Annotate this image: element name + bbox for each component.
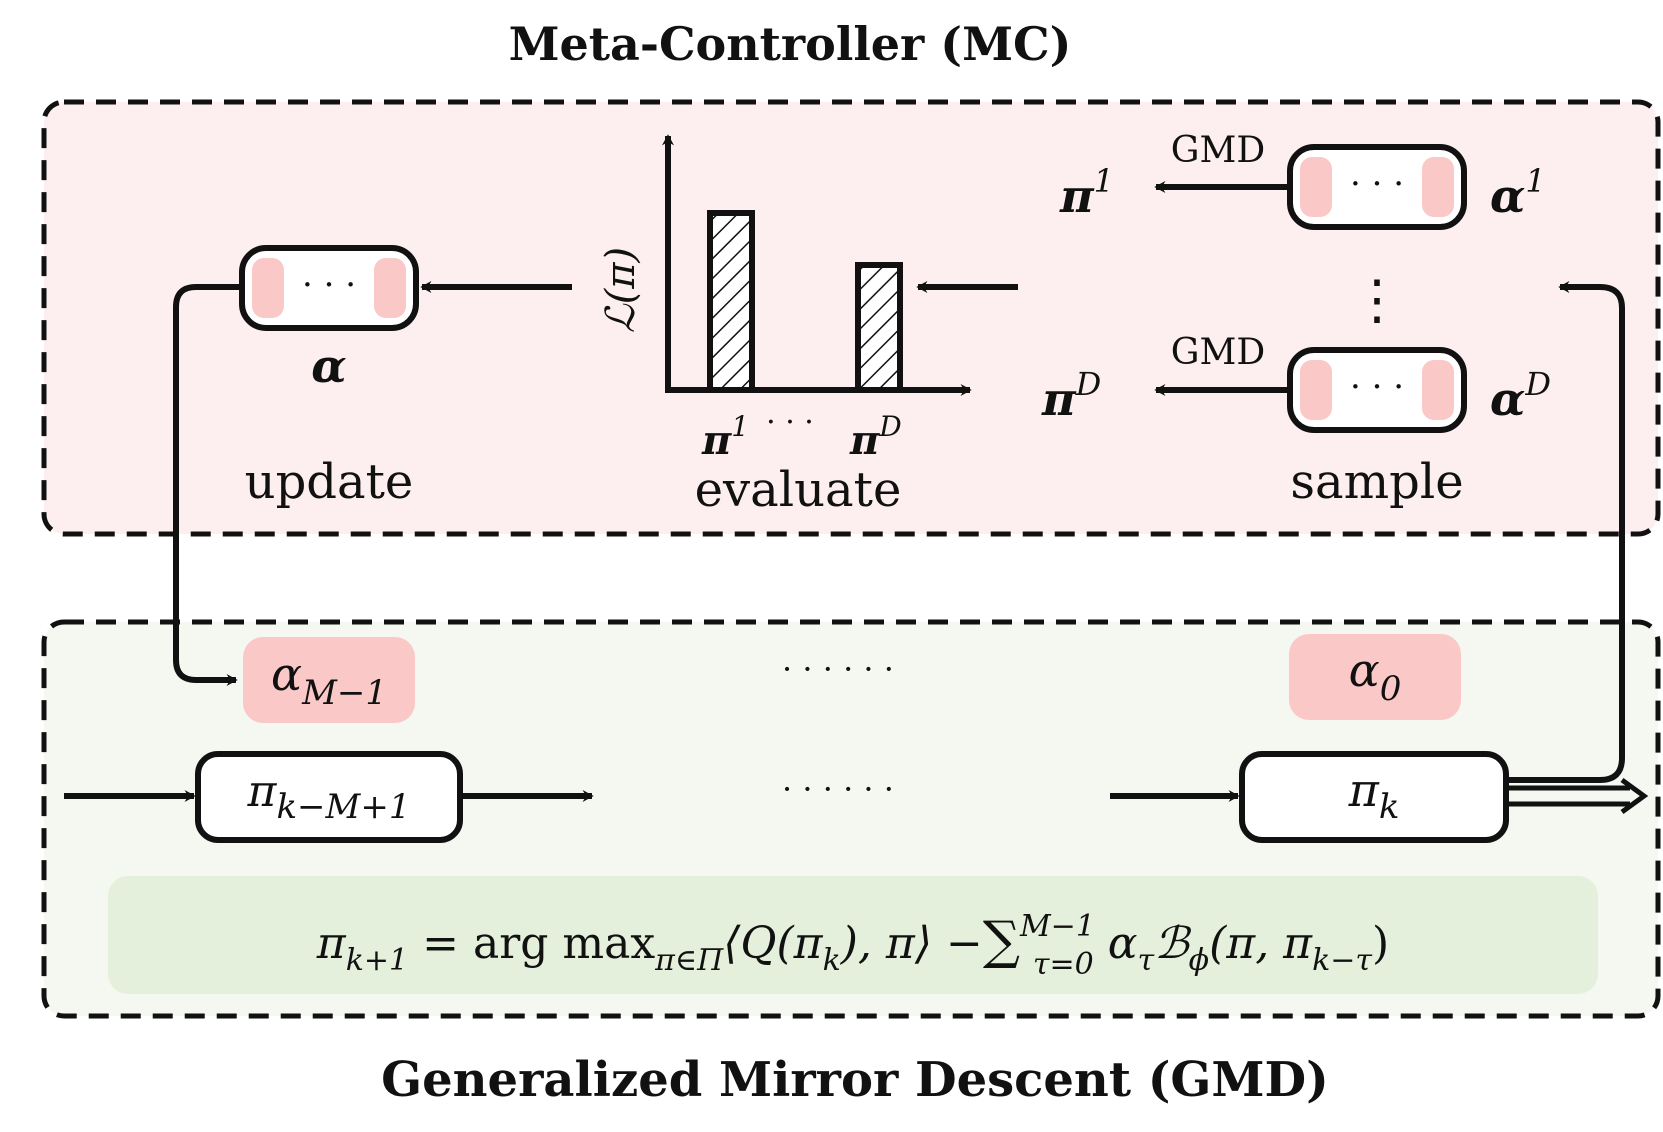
- x-tick-pi-D: πD: [849, 410, 902, 464]
- arrow-out-right-head: [1620, 777, 1649, 815]
- alpha-D-vector: · · ·: [1287, 347, 1467, 433]
- alpha-1-vector: · · ·: [1287, 144, 1467, 230]
- alpha-0-label: α0: [1349, 643, 1402, 709]
- loop-policy-k-to-sample: [1506, 281, 1625, 783]
- alpha-label: α: [311, 339, 346, 393]
- sample-vdots: ⋮: [1350, 268, 1404, 331]
- loss-chart: ℒ(π) π1 · · · πD: [598, 134, 972, 464]
- pi-D-label: πD: [1041, 365, 1101, 426]
- bar-pi-D: [855, 262, 903, 393]
- alpha-m-1-box: [243, 637, 415, 723]
- update-label: update: [245, 454, 414, 510]
- alpha-vector-dots: · · ·: [302, 265, 356, 305]
- x-tick-pi-1: π1: [701, 410, 749, 464]
- evaluate-label: evaluate: [695, 462, 902, 518]
- mc-title: Meta-Controller (MC): [509, 17, 1072, 71]
- x-tick-dots: · · ·: [766, 405, 814, 440]
- alpha-D-dots: · · ·: [1350, 367, 1404, 407]
- alpha-m-1-label: αM−1: [271, 647, 387, 713]
- sample-label: sample: [1290, 454, 1463, 510]
- alpha-1-dots: · · ·: [1350, 164, 1404, 204]
- alpha-vector: · · ·: [239, 245, 419, 331]
- bar-pi-1: [707, 210, 755, 393]
- pi-1-label: π1: [1059, 162, 1114, 223]
- gmd-arrow-label-1: GMD: [1171, 130, 1265, 171]
- policy-k-m-1-label: πk−M+1: [247, 766, 411, 827]
- policy-k-box: [1239, 751, 1509, 843]
- alpha-row-dots: · · · · · ·: [782, 650, 894, 688]
- policy-k-label: πk: [1348, 763, 1400, 827]
- mc-panel: [41, 99, 1661, 537]
- alpha-D-label: αD: [1490, 365, 1551, 426]
- loop-update-to-alpha-m-1: [173, 284, 242, 686]
- alpha-0-box: [1289, 634, 1461, 720]
- policy-row-dots: · · · · · ·: [782, 770, 894, 808]
- alpha-1-label: α1: [1490, 162, 1546, 223]
- formula-box: [108, 876, 1598, 994]
- gmd-title: Generalized Mirror Descent (GMD): [381, 1052, 1329, 1108]
- gmd-arrow-label-D: GMD: [1171, 332, 1265, 373]
- loss-axis-label: ℒ(π): [598, 247, 644, 333]
